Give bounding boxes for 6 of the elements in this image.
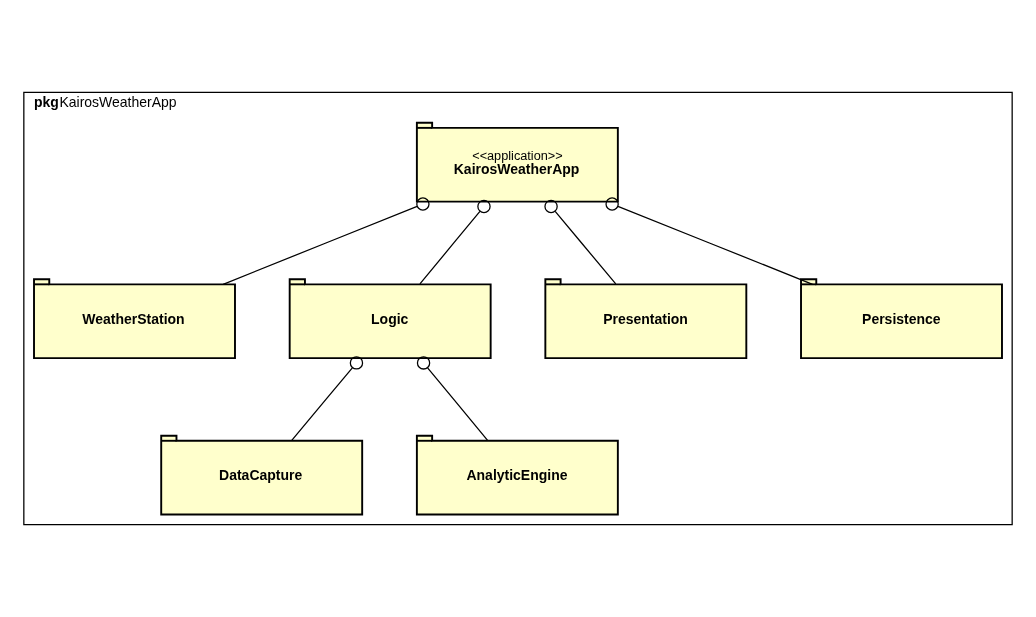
connector xyxy=(416,356,489,441)
connector xyxy=(544,199,617,285)
connector xyxy=(419,199,491,285)
connector xyxy=(222,197,430,285)
connector xyxy=(291,356,364,441)
connector xyxy=(605,197,814,285)
